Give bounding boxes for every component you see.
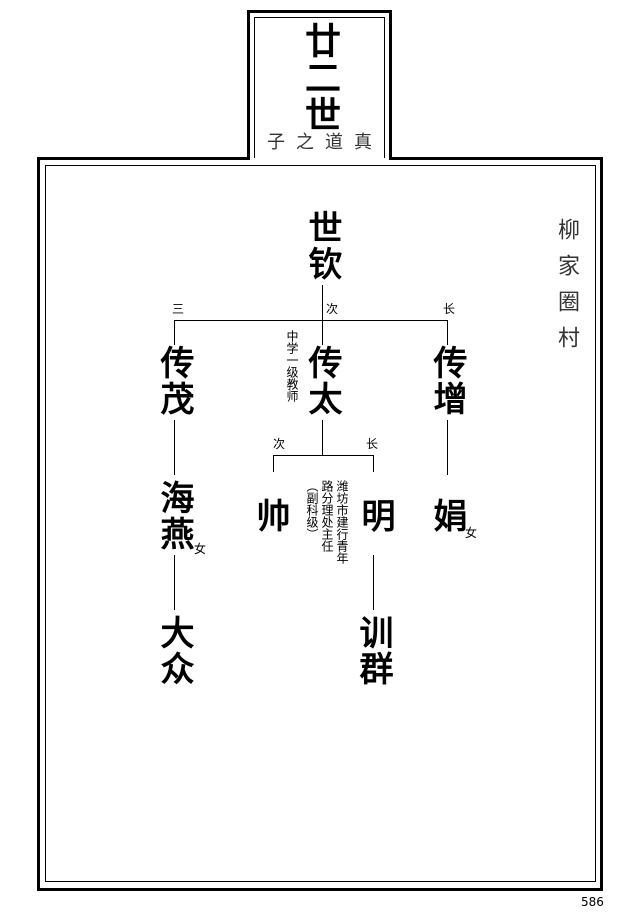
person-note: 潍坊市建行青年路分理处主任（副科级） xyxy=(305,480,349,564)
connector xyxy=(322,420,323,455)
connector xyxy=(273,455,274,472)
person-root: 世钦 xyxy=(302,210,342,282)
connector xyxy=(174,320,448,321)
page-frame-inner xyxy=(45,165,596,882)
birth-order-label: 三 xyxy=(172,302,185,316)
connector xyxy=(174,555,175,610)
generation-subtitle: 子之道真 xyxy=(267,132,383,153)
connector xyxy=(174,320,175,345)
connector xyxy=(373,455,374,472)
connector xyxy=(273,455,374,456)
generation-title: 廿二世 xyxy=(299,22,341,133)
birth-order-label: 次 xyxy=(273,437,286,451)
person-juan: 娟 xyxy=(427,498,467,534)
generation-header-frame xyxy=(247,10,392,160)
connector xyxy=(373,555,374,610)
page-number: 586 xyxy=(581,895,604,909)
gender-label: 女 xyxy=(465,526,478,540)
connector xyxy=(447,320,448,345)
gender-label: 女 xyxy=(194,542,207,556)
person-shuai: 帅 xyxy=(250,498,290,534)
generation-header-inner xyxy=(254,17,385,158)
person-xunqun: 训群 xyxy=(353,615,393,687)
connector xyxy=(174,420,175,475)
person-chuantai: 传太 xyxy=(302,345,342,417)
person-haiyan: 海燕 xyxy=(154,480,194,552)
birth-order-label: 长 xyxy=(443,302,456,316)
birth-order-label: 长 xyxy=(366,437,379,451)
connector xyxy=(447,420,448,475)
person-dazhong: 大众 xyxy=(154,615,194,687)
person-note: 中学一级教师 xyxy=(285,330,299,402)
person-chuanzeng: 传增 xyxy=(427,345,467,417)
village-name: 柳家圈村 xyxy=(554,218,579,362)
birth-order-label: 次 xyxy=(326,302,339,316)
person-ming: 明 xyxy=(355,498,395,534)
connector xyxy=(322,285,323,345)
person-chuanmao: 传茂 xyxy=(154,345,194,417)
